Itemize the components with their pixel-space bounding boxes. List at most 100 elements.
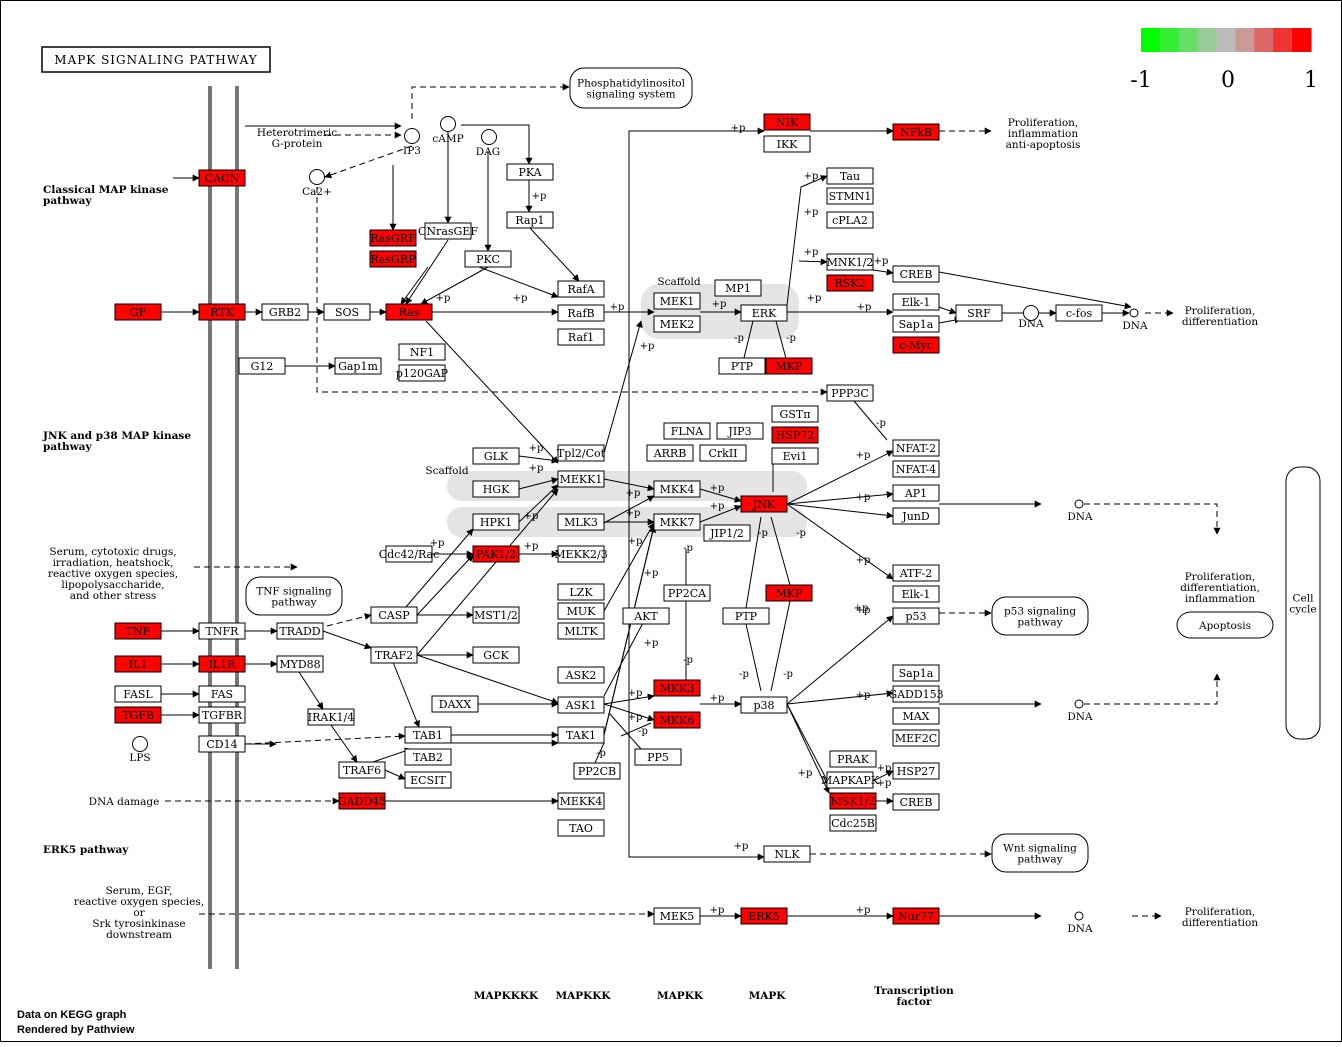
compound-dag[interactable]: DAG [476, 129, 500, 159]
gene-node-mlk3[interactable]: MLK3 [557, 513, 605, 531]
gene-node-mltk[interactable]: MLTK [557, 622, 605, 640]
gene-node-stmn1[interactable]: STMN1 [826, 187, 874, 205]
gene-node-jnk[interactable]: JNK [740, 495, 788, 513]
gene-node-casp[interactable]: CASP [370, 606, 418, 624]
gene-node-gadd45[interactable]: GADD45 [338, 792, 386, 810]
gene-node-mef2c[interactable]: MEF2C [892, 729, 940, 747]
gene-node-tao[interactable]: TAO [557, 819, 605, 837]
gene-node-akt[interactable]: AKT [622, 607, 670, 625]
gene-node-srf[interactable]: SRF [955, 304, 1003, 322]
gene-node-sos[interactable]: SOS [323, 303, 371, 321]
gene-node-pak1-2[interactable]: PAK1/2 [472, 545, 520, 563]
gene-node-elk-1[interactable]: Elk-1 [892, 585, 940, 603]
gene-node-elk-1[interactable]: Elk-1 [892, 293, 940, 311]
gene-node-tgfbr[interactable]: TGFBR [198, 706, 246, 724]
gene-node-gf[interactable]: GF [114, 303, 162, 321]
compound-dna[interactable]: DNA [1067, 699, 1093, 723]
gene-node-il1r[interactable]: IL1R [198, 655, 246, 673]
gene-node-ask1[interactable]: ASK1 [557, 696, 605, 714]
gene-node-mekk2-3[interactable]: MEKK2/3 [554, 545, 608, 563]
gene-node-mekk4[interactable]: MEKK4 [557, 792, 605, 810]
gene-node-mp1[interactable]: MP1 [714, 279, 762, 297]
gene-node-c-fos[interactable]: c-fos [1055, 304, 1103, 322]
gene-node-evi1[interactable]: Evi1 [771, 447, 819, 465]
gene-node-sap1a[interactable]: Sap1a [892, 315, 940, 333]
compound-dna[interactable]: DNA [1067, 499, 1093, 523]
pathway-link-apoptosis[interactable]: Apoptosis [1176, 611, 1274, 639]
gene-node-creb[interactable]: CREB [892, 265, 940, 283]
gene-node-traf2[interactable]: TRAF2 [370, 646, 418, 664]
gene-node-mkp[interactable]: MKP [765, 357, 813, 375]
gene-node-mkk6[interactable]: MKK6 [653, 711, 701, 729]
compound-dna[interactable]: DNA [1067, 911, 1093, 935]
gene-node-fas[interactable]: FAS [198, 685, 246, 703]
gene-node-muk[interactable]: MUK [557, 602, 605, 620]
gene-node-rtk[interactable]: RTK [198, 303, 246, 321]
gene-node-tgfb[interactable]: TGFB [114, 706, 162, 724]
gene-node-mkp[interactable]: MKP [765, 584, 813, 602]
gene-node-cdc25b[interactable]: Cdc25B [829, 814, 877, 832]
gene-node-p38[interactable]: p38 [740, 696, 788, 714]
gene-node-daxx[interactable]: DAXX [431, 695, 479, 713]
gene-node-gst[interactable]: GSTπ [771, 405, 819, 423]
gene-node-mek1[interactable]: MEK1 [653, 292, 701, 310]
gene-node-pkc[interactable]: PKC [464, 250, 512, 268]
gene-node-cnrasgef[interactable]: CNrasGEF [418, 222, 478, 240]
gene-node-glk[interactable]: GLK [472, 447, 520, 465]
gene-node-nur77[interactable]: Nur77 [892, 907, 940, 925]
gene-node-gck[interactable]: GCK [472, 646, 520, 664]
gene-node-rasgrp[interactable]: RasGRP [369, 250, 417, 268]
gene-node-creb[interactable]: CREB [892, 793, 940, 811]
gene-node-c-myc[interactable]: c-Myc [892, 336, 940, 354]
gene-node-p53[interactable]: p53 [892, 607, 940, 625]
gene-node-ikk[interactable]: IKK [763, 135, 811, 153]
gene-node-cdc42-rac[interactable]: Cdc42/Rac [379, 545, 440, 563]
gene-node-hsp72[interactable]: HSP72 [771, 426, 819, 444]
gene-node-cacn[interactable]: CACN [198, 169, 246, 187]
gene-node-nik[interactable]: NIK [763, 113, 811, 131]
gene-node-tradd[interactable]: TRADD [276, 622, 324, 640]
gene-node-cpla2[interactable]: cPLA2 [826, 211, 874, 229]
gene-node-gadd153[interactable]: GADD153 [888, 685, 944, 703]
gene-node-mst1-2[interactable]: MST1/2 [472, 606, 520, 624]
gene-node-p120gap[interactable]: p120GAP [396, 364, 449, 382]
gene-node-ptp[interactable]: PTP [718, 357, 766, 375]
gene-node-mek5[interactable]: MEK5 [653, 907, 701, 925]
gene-node-ppp3c[interactable]: PPP3C [826, 384, 874, 402]
gene-node-pp5[interactable]: PP5 [634, 748, 682, 766]
gene-node-pp2ca[interactable]: PP2CA [663, 584, 711, 602]
gene-node-lzk[interactable]: LZK [557, 583, 605, 601]
gene-node-ptp[interactable]: PTP [722, 607, 770, 625]
gene-node-tau[interactable]: Tau [826, 167, 874, 185]
gene-node-rap1[interactable]: Rap1 [506, 211, 554, 229]
gene-node-nfat-2[interactable]: NFAT-2 [892, 439, 940, 457]
gene-node-tab1[interactable]: TAB1 [404, 726, 452, 744]
gene-node-hsp27[interactable]: HSP27 [892, 762, 940, 780]
gene-node-cd14[interactable]: CD14 [198, 735, 246, 753]
gene-node-prak[interactable]: PRAK [829, 750, 877, 768]
gene-node-max[interactable]: MAX [892, 707, 940, 725]
gene-node-mkk7[interactable]: MKK7 [653, 513, 701, 531]
gene-node-flna[interactable]: FLNA [663, 422, 711, 440]
gene-node-msk1-2[interactable]: MSK1/2 [829, 792, 877, 810]
compound-dna[interactable]: DNA [1122, 308, 1148, 332]
gene-node-rasgrf[interactable]: RasGRF [369, 229, 417, 247]
gene-node-grb2[interactable]: GRB2 [261, 303, 309, 321]
gene-node-sap1a[interactable]: Sap1a [892, 664, 940, 682]
gene-node-jund[interactable]: JunD [892, 507, 940, 525]
gene-node-tab2[interactable]: TAB2 [404, 748, 452, 766]
gene-node-ask2[interactable]: ASK2 [557, 666, 605, 684]
gene-node-crkii[interactable]: CrkII [699, 444, 747, 462]
gene-node-erk5[interactable]: ERK5 [740, 907, 788, 925]
gene-node-irak1-4[interactable]: IRAK1/4 [307, 708, 355, 726]
compound-lps[interactable]: LPS [129, 736, 151, 765]
gene-node-il1[interactable]: IL1 [114, 655, 162, 673]
gene-node-tnf[interactable]: TNF [114, 622, 162, 640]
gene-node-atf-2[interactable]: ATF-2 [892, 564, 940, 582]
gene-node-jip3[interactable]: JIP3 [716, 422, 764, 440]
gene-node-ecsit[interactable]: ECSIT [404, 771, 452, 789]
gene-node-nf1[interactable]: NF1 [398, 343, 446, 361]
gene-node-rafa[interactable]: RafA [557, 280, 605, 298]
